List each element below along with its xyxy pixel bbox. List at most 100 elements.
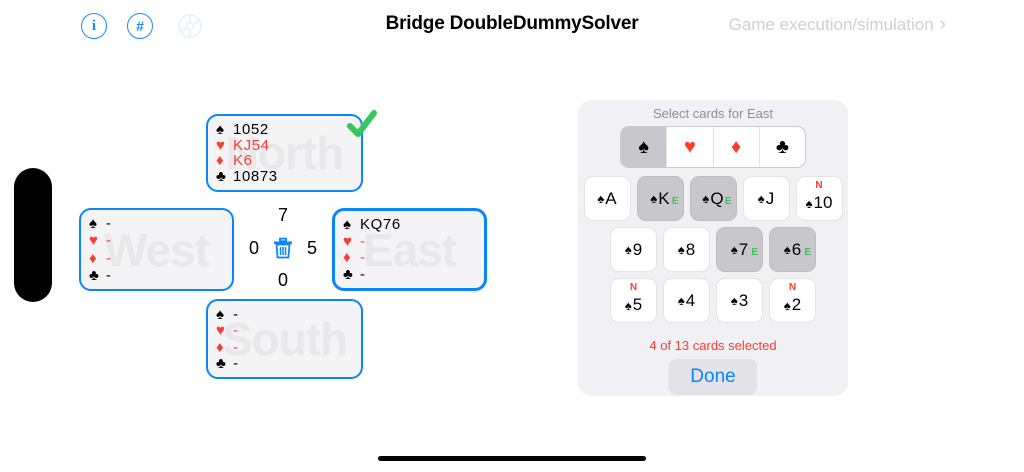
spade-icon: ♠ xyxy=(597,191,605,206)
diamond-icon: ♦ xyxy=(89,249,97,267)
card-button[interactable]: ♠ 7 E xyxy=(716,227,763,272)
suit-tab-spade[interactable]: ♠ xyxy=(621,127,668,167)
suit-cards: KQ76 xyxy=(360,216,401,233)
chevron-right-icon: › xyxy=(939,14,946,35)
hash-icon[interactable]: # xyxy=(127,13,153,39)
hand-suits-east: ♠ KQ76 ♥ - ♦ - ♣ - xyxy=(335,211,484,288)
diamond-icon: ♦ xyxy=(343,249,351,267)
done-button[interactable]: Done xyxy=(668,359,758,395)
card-row: N ♠ 5 ♠ 4 ♠ 3 N ♠ 2 xyxy=(578,278,848,323)
suit-cards: K6 xyxy=(233,152,253,170)
card-button[interactable]: N ♠ 10 xyxy=(795,176,843,221)
card-button[interactable]: ♠ 9 xyxy=(610,227,657,272)
page-title: Bridge DoubleDummySolver xyxy=(385,13,639,34)
card-rank: 2 xyxy=(791,295,802,314)
suit-cards: KJ54 xyxy=(233,136,270,154)
card-rank: 9 xyxy=(632,239,643,259)
suit-cards: - xyxy=(360,232,366,250)
spade-icon: ♠ xyxy=(805,195,813,211)
info-icon[interactable]: i xyxy=(81,13,107,39)
panel-title: Select cards for East xyxy=(653,106,773,121)
suit-cards: - xyxy=(233,354,239,372)
suit-line-diamonds: ♦ K6 xyxy=(216,153,361,168)
card-button[interactable]: N ♠ 2 xyxy=(769,278,816,323)
card-row: ♠ A ♠ K E ♠ Q E ♠ J N xyxy=(578,176,848,221)
spade-icon: ♠ xyxy=(216,121,224,138)
spade-icon: ♠ xyxy=(730,242,738,257)
device-notch xyxy=(14,168,52,302)
card-button[interactable]: ♠ 8 xyxy=(663,227,710,272)
card-row: ♠ 9 ♠ 8 ♠ 7 E ♠ 6 E xyxy=(578,227,848,272)
suit-tab-diamond[interactable]: ♦ xyxy=(714,127,760,167)
suit-line-clubs: ♣ - xyxy=(216,356,361,371)
hand-suits-west: ♠ - ♥ - ♦ - ♣ - xyxy=(81,210,232,289)
suit-segmented-control[interactable]: ♠ ♥ ♦ ♣ xyxy=(620,126,806,168)
gear-icon[interactable] xyxy=(177,13,203,39)
card-button[interactable]: ♠ 3 xyxy=(716,278,763,323)
club-icon: ♣ xyxy=(343,265,353,283)
suit-line-hearts: ♥ - xyxy=(343,234,484,249)
hand-suits-north: ♠ 1052 ♥ KJ54 ♦ K6 ♣ 10873 xyxy=(208,116,361,190)
card-button[interactable]: ♠ 6 E xyxy=(769,227,816,272)
hand-box-south[interactable]: South ♠ - ♥ - ♦ - ♣ - xyxy=(206,299,363,379)
heart-icon: ♥ xyxy=(216,322,225,340)
card-rank: A xyxy=(605,188,617,208)
club-icon: ♣ xyxy=(216,354,226,372)
hand-box-east[interactable]: East ♠ KQ76 ♥ - ♦ - ♣ - xyxy=(332,208,487,291)
card-rank: 8 xyxy=(685,239,696,259)
trick-count-north: 7 xyxy=(277,205,288,225)
suit-cards: - xyxy=(106,215,112,232)
trick-count-east: 5 xyxy=(306,238,317,258)
heart-icon: ♥ xyxy=(216,136,225,154)
trick-count-south: 0 xyxy=(277,270,288,290)
home-indicator xyxy=(378,456,646,461)
card-owner-badge: E xyxy=(804,247,811,258)
suit-line-clubs: ♣ - xyxy=(89,268,232,283)
card-button[interactable]: ♠ K E xyxy=(636,176,684,221)
suit-cards: - xyxy=(233,338,239,356)
spade-icon: ♠ xyxy=(624,297,632,313)
game-execution-link[interactable]: Game execution/simulation› xyxy=(729,14,946,36)
suit-cards: - xyxy=(360,265,366,283)
suit-tab-heart[interactable]: ♥ xyxy=(667,127,714,167)
suit-line-spades: ♠ - xyxy=(89,216,232,231)
spade-icon: ♠ xyxy=(216,306,224,323)
suit-line-spades: ♠ - xyxy=(216,307,361,322)
suit-tab-club[interactable]: ♣ xyxy=(775,135,789,158)
hand-box-west[interactable]: West ♠ - ♥ - ♦ - ♣ - xyxy=(79,208,234,291)
suit-cards: - xyxy=(233,306,239,323)
hand-complete-check-icon xyxy=(345,108,379,142)
spade-icon: ♠ xyxy=(624,242,632,257)
card-button[interactable]: ♠ Q E xyxy=(689,176,737,221)
card-button[interactable]: N ♠ 5 xyxy=(610,278,657,323)
card-button[interactable]: ♠ J xyxy=(742,176,790,221)
club-icon: ♣ xyxy=(89,266,99,284)
spade-icon: ♠ xyxy=(702,191,710,206)
hand-box-north[interactable]: North ♠ 1052 ♥ KJ54 ♦ K6 ♣ 10873 xyxy=(206,114,363,192)
card-owner-badge: N xyxy=(815,180,823,191)
suit-line-diamonds: ♦ - xyxy=(216,340,361,355)
card-button[interactable]: ♠ 4 xyxy=(663,278,710,323)
spade-icon: ♠ xyxy=(783,242,791,257)
card-rank: 10 xyxy=(813,193,833,212)
hand-suits-south: ♠ - ♥ - ♦ - ♣ - xyxy=(208,301,361,377)
trash-icon[interactable] xyxy=(270,235,296,261)
suit-line-hearts: ♥ KJ54 xyxy=(216,138,361,153)
spade-icon: ♠ xyxy=(343,216,351,233)
card-selector-panel: Select cards for East ♠ ♥ ♦ ♣ ♠ A ♠ K E xyxy=(578,100,848,396)
card-rank: 3 xyxy=(738,290,749,310)
suit-cards: 1052 xyxy=(233,121,269,138)
spade-icon: ♠ xyxy=(783,297,791,313)
card-rank: K xyxy=(658,188,670,208)
spade-icon: ♠ xyxy=(677,242,685,257)
suit-line-spades: ♠ 1052 xyxy=(216,122,361,137)
spade-icon: ♠ xyxy=(757,191,765,206)
heart-icon: ♥ xyxy=(343,232,352,250)
selected-count-status: 4 of 13 cards selected xyxy=(649,338,777,353)
card-owner-badge: N xyxy=(629,282,638,293)
card-button[interactable]: ♠ A xyxy=(583,176,631,221)
card-rank: 4 xyxy=(685,290,696,310)
suit-line-clubs: ♣ 10873 xyxy=(216,169,361,184)
suit-cards: - xyxy=(106,232,112,250)
